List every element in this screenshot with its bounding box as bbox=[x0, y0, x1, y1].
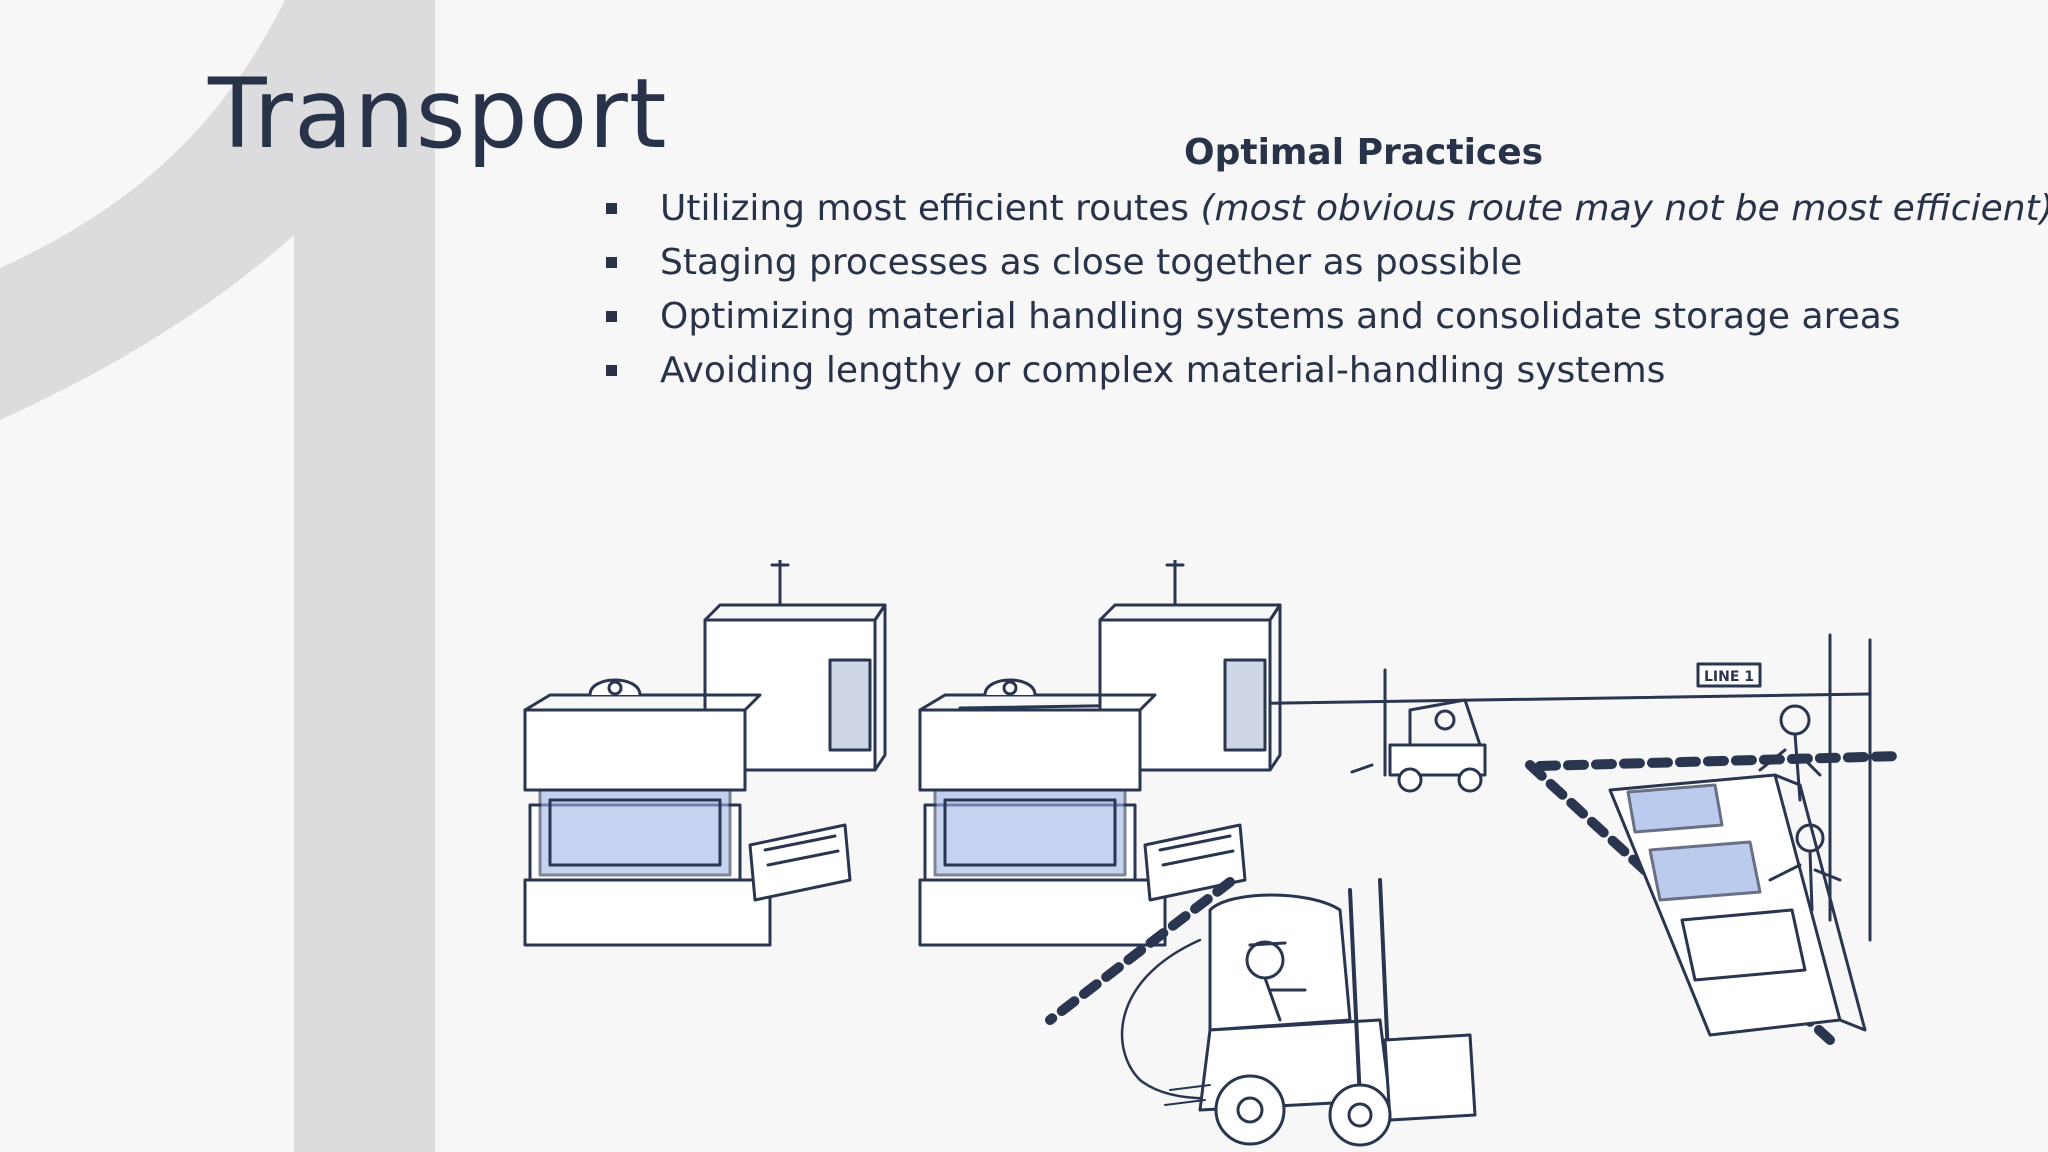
bullet-text: Optimizing material handling systems and… bbox=[660, 296, 1901, 337]
bullet-text: Avoiding lengthy or complex material-han… bbox=[660, 350, 1666, 391]
square-bullet-icon bbox=[606, 365, 617, 376]
bullet-italic-text: (most obvious route may not be most effi… bbox=[1200, 188, 2048, 229]
forklift-background bbox=[1350, 668, 1487, 793]
bullet-item: Utilizing most efficient routes (most ob… bbox=[600, 182, 2048, 236]
bullet-text: Staging processes as close together as p… bbox=[660, 242, 1523, 283]
bullet-item: Optimizing material handling systems and… bbox=[600, 290, 2048, 344]
section-heading: Optimal Practices bbox=[1184, 132, 1544, 173]
square-bullet-icon bbox=[606, 257, 617, 268]
line-sign-label: LINE 1 bbox=[1704, 669, 1754, 685]
worker-at-conveyor bbox=[1758, 704, 1842, 912]
slide-title: Transport bbox=[208, 58, 668, 170]
conveyor-line bbox=[1608, 633, 1872, 1037]
factory-illustration: LINE 1 bbox=[523, 560, 1905, 1147]
press-machine-left bbox=[523, 560, 887, 947]
forklift-foreground bbox=[1164, 878, 1477, 1147]
bullet-list: Utilizing most efficient routes (most ob… bbox=[600, 182, 2048, 398]
decorative-numeral-one bbox=[0, 0, 435, 1152]
square-bullet-icon bbox=[606, 311, 617, 322]
press-machine-right bbox=[918, 560, 1282, 947]
bullet-item: Staging processes as close together as p… bbox=[600, 236, 2048, 290]
square-bullet-icon bbox=[606, 203, 617, 214]
bullet-text: Utilizing most efficient routes bbox=[660, 188, 1201, 229]
bullet-item: Avoiding lengthy or complex material-han… bbox=[600, 344, 2048, 398]
